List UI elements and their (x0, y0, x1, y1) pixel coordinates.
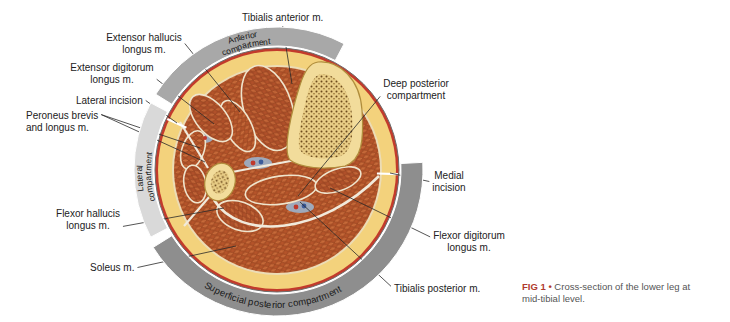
arc-letter: r (135, 172, 144, 175)
band-shape (134, 103, 168, 237)
arc-letter: a (136, 181, 145, 187)
arc-letter: r (282, 300, 286, 310)
tibia-bone (287, 62, 363, 168)
arc-letter: t (268, 37, 271, 46)
band-outline (150, 159, 426, 319)
arc-letter: e (135, 175, 144, 180)
arc-letter: r (144, 173, 153, 176)
arc-letter: m (145, 185, 154, 193)
deep-transverse-fascia (214, 176, 379, 226)
arc-letter: a (135, 167, 144, 172)
compartment-band: Lateral compartment (131, 99, 171, 241)
arc-letter: i (275, 300, 277, 310)
arc-letter (135, 163, 144, 166)
arc-letter: t (144, 171, 153, 174)
compartment-name: Anterior compartment (220, 30, 273, 57)
part-label: Lateral incision (76, 95, 143, 107)
fibula-marrow (208, 168, 232, 196)
artery (203, 136, 207, 140)
artery (251, 161, 256, 166)
part-label: Peroneus brevis and longus m. (26, 110, 111, 134)
arc-letter (257, 29, 261, 38)
tibialis-posterior-muscle (243, 171, 318, 209)
arc-letter: m (144, 164, 153, 171)
tibia-marrow (299, 74, 353, 158)
part-label: Tibialis posterior m. (394, 283, 480, 295)
part-label: Deep posterior compartment (378, 78, 454, 102)
part-label: Flexor hallucis longus m. (48, 208, 128, 232)
arc-letter: r (271, 300, 274, 310)
leader-line (123, 208, 224, 226)
fibula-bone (201, 160, 240, 204)
part-label: Flexor digitorum longus m. (428, 230, 510, 254)
arc-letter: e (266, 299, 272, 309)
band-shape (153, 162, 423, 316)
arc-letter: o (277, 300, 282, 310)
part-label: Soleus m. (90, 262, 134, 274)
vein (259, 160, 264, 165)
arc-letter: r (254, 30, 258, 39)
compartment-name: Superficial posterior compartment (203, 281, 344, 310)
part-label: Extensor hallucis longus m. (98, 32, 190, 56)
figure-caption: FIG 1 • Cross-section of the lower leg a… (522, 281, 696, 305)
figure-number: FIG 1 • (522, 281, 552, 292)
part-label: Tibialis anterior m. (242, 12, 323, 24)
compartment-name: Lateral compartment (135, 149, 156, 204)
arc-letter: e (144, 159, 153, 164)
lateral-incision-mark (167, 119, 186, 128)
arc-letter: l (135, 165, 144, 167)
artery (294, 205, 299, 210)
fat-layer (158, 51, 396, 289)
band-shape (156, 27, 344, 104)
arc-letter: p (145, 180, 154, 186)
arc-letter: n (263, 38, 268, 47)
arc-letter: a (144, 176, 153, 181)
interosseous-membrane (232, 160, 296, 172)
compartment-band: Superficial posterior compartment (150, 159, 426, 319)
part-label: Extensor digitorum longus m. (62, 62, 162, 86)
leader-line (298, 96, 380, 196)
part-label: Medial incision (424, 170, 474, 194)
